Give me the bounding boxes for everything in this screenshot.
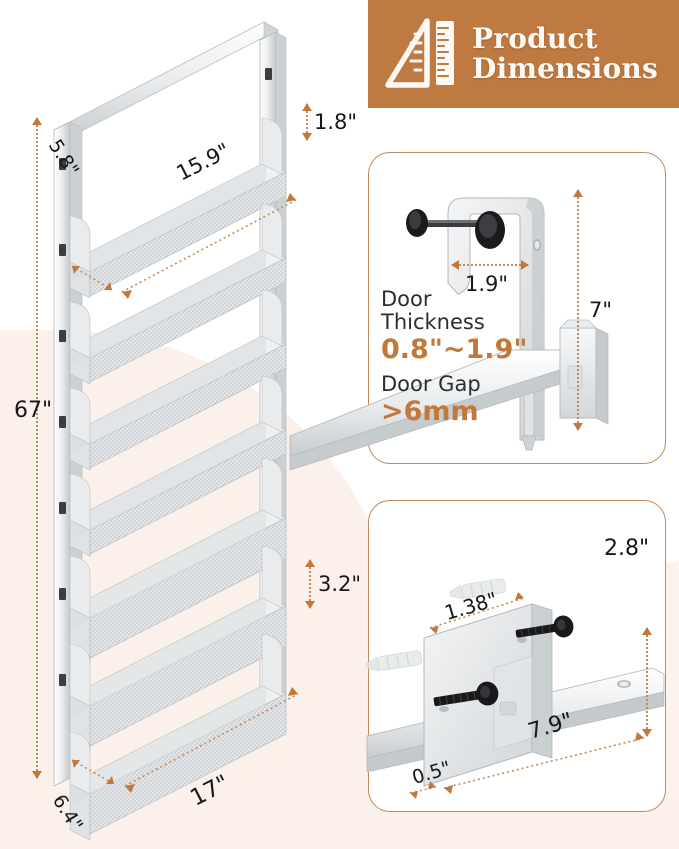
arrow-down-icon [642, 729, 652, 737]
dim-label-basket-deep-height: 3.2" [318, 572, 362, 596]
arrow-up-icon [573, 189, 583, 197]
arrow-down-icon [573, 423, 583, 431]
door-gap-label: Door Gap [381, 372, 481, 396]
wall-mount-illustration [365, 578, 665, 799]
dim-label-hook-height: 7" [589, 298, 613, 322]
dim-label-basket-top-height: 1.8" [314, 110, 358, 134]
banner-title-line1: Product [472, 21, 598, 55]
header-banner: Product Dimensions [368, 0, 679, 108]
arrow-up-icon [305, 559, 315, 567]
dim-label-wall-bracket-height: 2.8" [604, 536, 650, 561]
dim-label-hook-width: 1.9" [465, 272, 509, 296]
door-gap-value: >6mm [381, 396, 479, 427]
ruler-triangle-icon [385, 18, 454, 88]
dim-basket-top-height [300, 103, 314, 141]
rack-illustration [53, 21, 299, 841]
arrow-down-icon [32, 771, 42, 779]
arrow-up-icon [302, 103, 312, 111]
door-thickness-label-line2: Thickness [381, 310, 485, 334]
dim-overall-height [30, 117, 44, 779]
door-thickness-label-line1: Door [381, 287, 432, 311]
dim-wall-bracket-height [640, 627, 654, 737]
door-thickness-value: 0.8"~1.9" [381, 334, 528, 365]
arrow-up-icon [32, 117, 42, 125]
arrow-down-icon [305, 601, 315, 609]
arrow-up-icon [642, 627, 652, 635]
dim-label-overall-height: 67" [14, 398, 53, 423]
dim-basket-deep-height [303, 559, 317, 609]
dim-hook-height [571, 189, 585, 431]
arrow-right-icon [521, 260, 529, 270]
banner-title-line2: Dimensions [472, 52, 658, 85]
arrow-left-icon [451, 260, 459, 270]
banner-title: Product Dimensions [472, 21, 658, 85]
dim-hook-width [451, 258, 529, 272]
arrow-down-icon [302, 133, 312, 141]
